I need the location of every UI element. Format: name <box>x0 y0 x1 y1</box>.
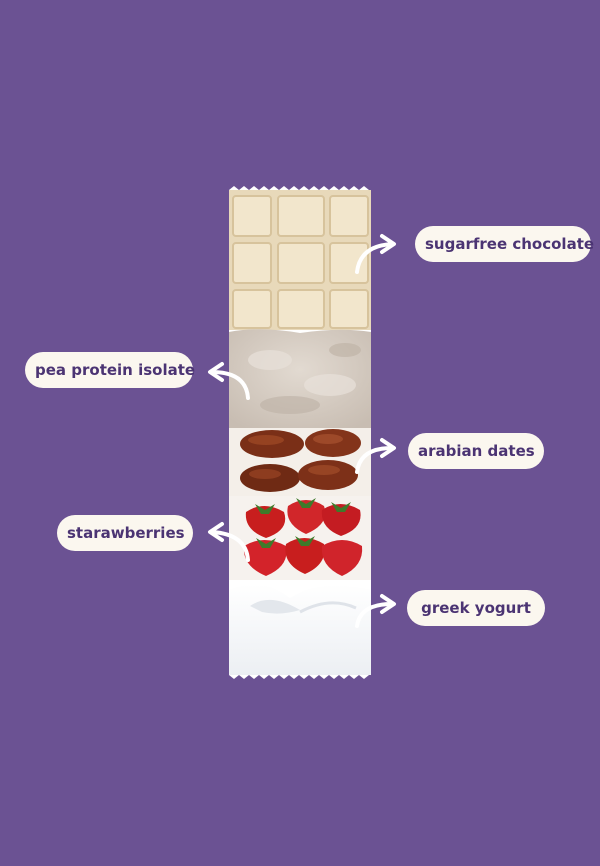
pea-protein-section <box>229 329 371 430</box>
strawberry <box>321 540 363 576</box>
choc-square <box>232 195 272 237</box>
chocolate-section <box>229 190 371 330</box>
strawberry <box>245 504 286 538</box>
strawberries-section <box>229 496 371 580</box>
choc-square <box>329 242 369 284</box>
choc-square <box>277 242 325 284</box>
choc-square <box>232 242 272 284</box>
choc-square <box>329 289 369 329</box>
label-arabian-dates: arabian dates <box>408 433 544 469</box>
strawberry <box>285 536 325 574</box>
label-pea-protein-isolate: pea protein isolate <box>25 352 195 388</box>
choc-square <box>277 195 325 237</box>
date <box>298 460 358 490</box>
choc-square <box>329 195 369 237</box>
choc-square <box>232 289 272 329</box>
yogurt-section <box>229 584 371 675</box>
choc-square <box>277 289 325 329</box>
strawberry <box>287 498 326 534</box>
strawberry <box>243 538 287 576</box>
strawberry <box>321 502 361 536</box>
dates-section <box>229 428 371 498</box>
label-sugarfree-chocolate: sugarfree chocolate <box>415 226 594 262</box>
label-greek-yogurt: greek yogurt <box>407 590 545 626</box>
label-strawberries: starawberries <box>57 515 193 551</box>
